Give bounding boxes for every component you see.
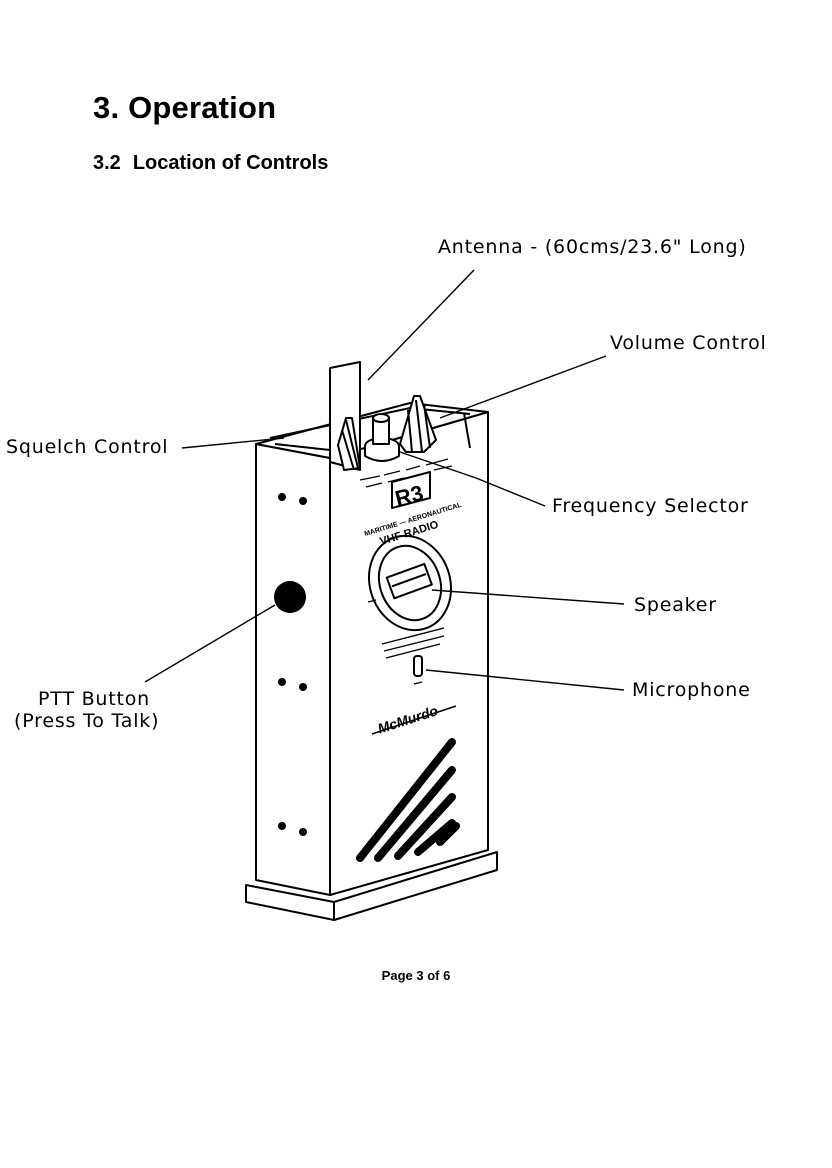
callout-microphone: Microphone bbox=[632, 679, 751, 701]
microphone-slot bbox=[414, 656, 422, 676]
page-number: Page 3 of 6 bbox=[0, 968, 832, 983]
radio-body-front bbox=[256, 444, 330, 895]
callout-ptt-subtitle: (Press To Talk) bbox=[14, 710, 159, 732]
callout-antenna: Antenna - (60cms/23.6" Long) bbox=[438, 236, 747, 258]
callout-ptt: PTT Button bbox=[38, 688, 150, 710]
callout-speaker: Speaker bbox=[634, 594, 717, 616]
callout-frequency: Frequency Selector bbox=[552, 495, 749, 517]
callout-squelch: Squelch Control bbox=[6, 436, 168, 458]
ptt-button[interactable] bbox=[274, 581, 306, 613]
callout-volume: Volume Control bbox=[610, 332, 767, 354]
